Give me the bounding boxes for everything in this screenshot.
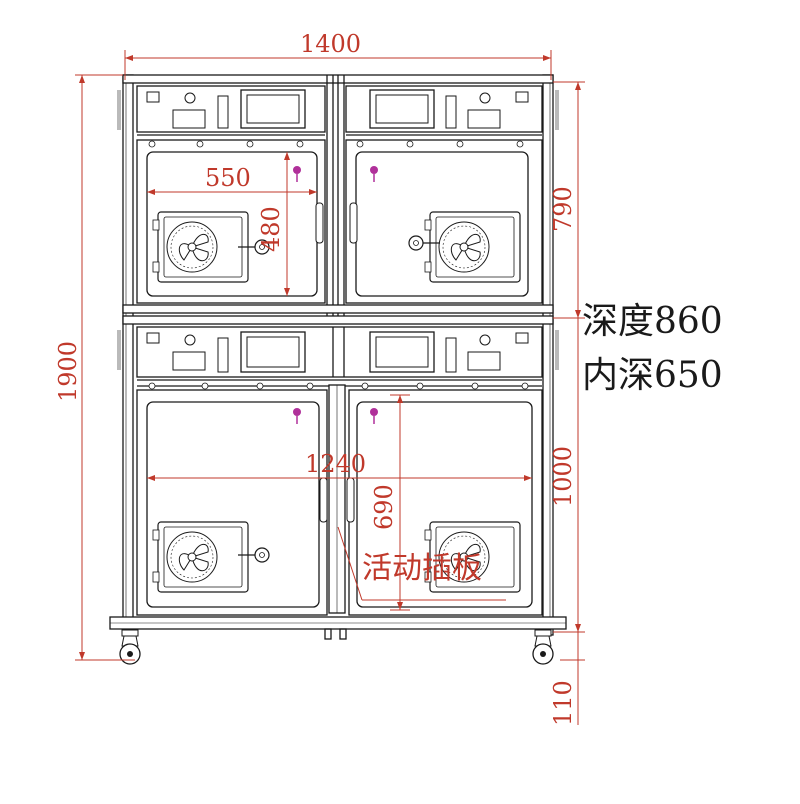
lower-chamber-width-label: 1240 [305,450,367,478]
partition-note: 活动插板 [362,551,482,586]
overall-height-label: 1900 [54,340,82,402]
depth-note: 深度860 [582,301,723,342]
lower-height-label: 1000 [549,445,577,507]
lower-chamber-height-label: 690 [370,484,398,530]
caster-height-label: 110 [549,680,577,726]
upper-chamber-width-label: 550 [205,164,251,192]
inner-depth-note: 内深650 [582,355,723,396]
upper-height-label: 790 [549,186,577,232]
overall-width-label: 1400 [300,30,362,58]
upper-chamber-height-label: 480 [257,206,285,252]
